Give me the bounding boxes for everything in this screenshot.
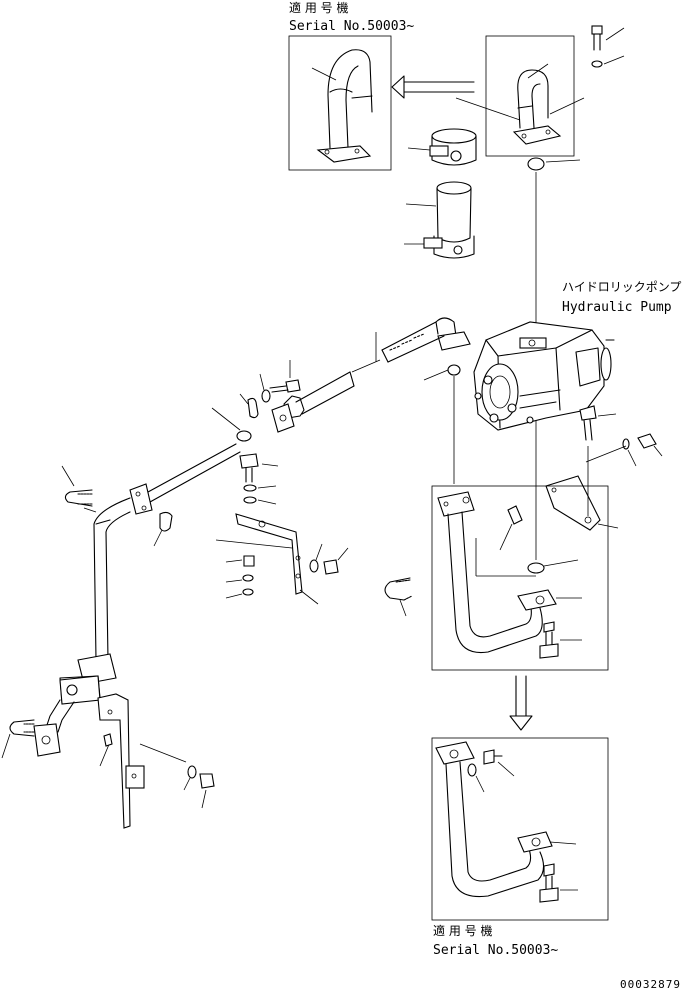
washer-center-right [309,559,319,573]
left-tube-assembly [33,443,241,757]
u-bolt-center [384,577,413,617]
serial-label-top: Serial No.50003~ [289,19,414,34]
inset-bottom-right-pipe [431,737,609,921]
inset-top-right-elbow [455,35,585,157]
elbow-pipe-right [517,69,549,129]
inset-frame-top-left [288,35,392,171]
drawing-number: 00032879 [620,978,681,990]
nut-center-right [323,559,339,575]
center-bracket [215,453,349,605]
applicable-label-bottom: 適 用 号 機 [433,923,492,938]
arrow-down [509,675,533,731]
hose-clamp-upper [407,128,477,166]
inset-top-left-elbow: 適 用 号 機 Serial No.50003~ [288,0,414,171]
arrow-left [391,75,475,99]
bolt-washer-hose [239,360,301,419]
pressure-hose [271,317,471,433]
u-bolt-bottom-left [1,719,35,759]
inset-frame-bottom-right [431,737,609,921]
elbow-pipe-left [327,49,373,149]
applicable-label-top: 適 用 号 機 [289,0,348,15]
pump-label-jp: ハイドロリックポンプ [562,280,681,294]
pump-label-en: Hydraulic Pump [562,300,672,315]
pump-bracket [545,405,663,531]
u-bolt-top-left [61,465,93,507]
o-ring-pump-outlet [423,364,461,484]
flange-right-inset [512,125,562,145]
bottom-labels: 適 用 号 機 Serial No.50003~ 00032879 [433,923,681,990]
serial-label-bottom: Serial No.50003~ [433,943,558,958]
bolt-top-right [591,25,625,68]
hose-clamp-lower [404,235,475,259]
bracket-lower-left [97,693,215,829]
washer-top-right [591,60,603,68]
rubber-hose [405,181,472,243]
inset-frame-top-right [485,35,575,157]
hydraulic-pump-label: ハイドロリックポンプ Hydraulic Pump [562,280,681,315]
inset-frame-center [431,485,609,671]
flange-left-inset [316,145,372,163]
o-ring-left [211,407,252,442]
inset-center-pipe [431,485,609,671]
